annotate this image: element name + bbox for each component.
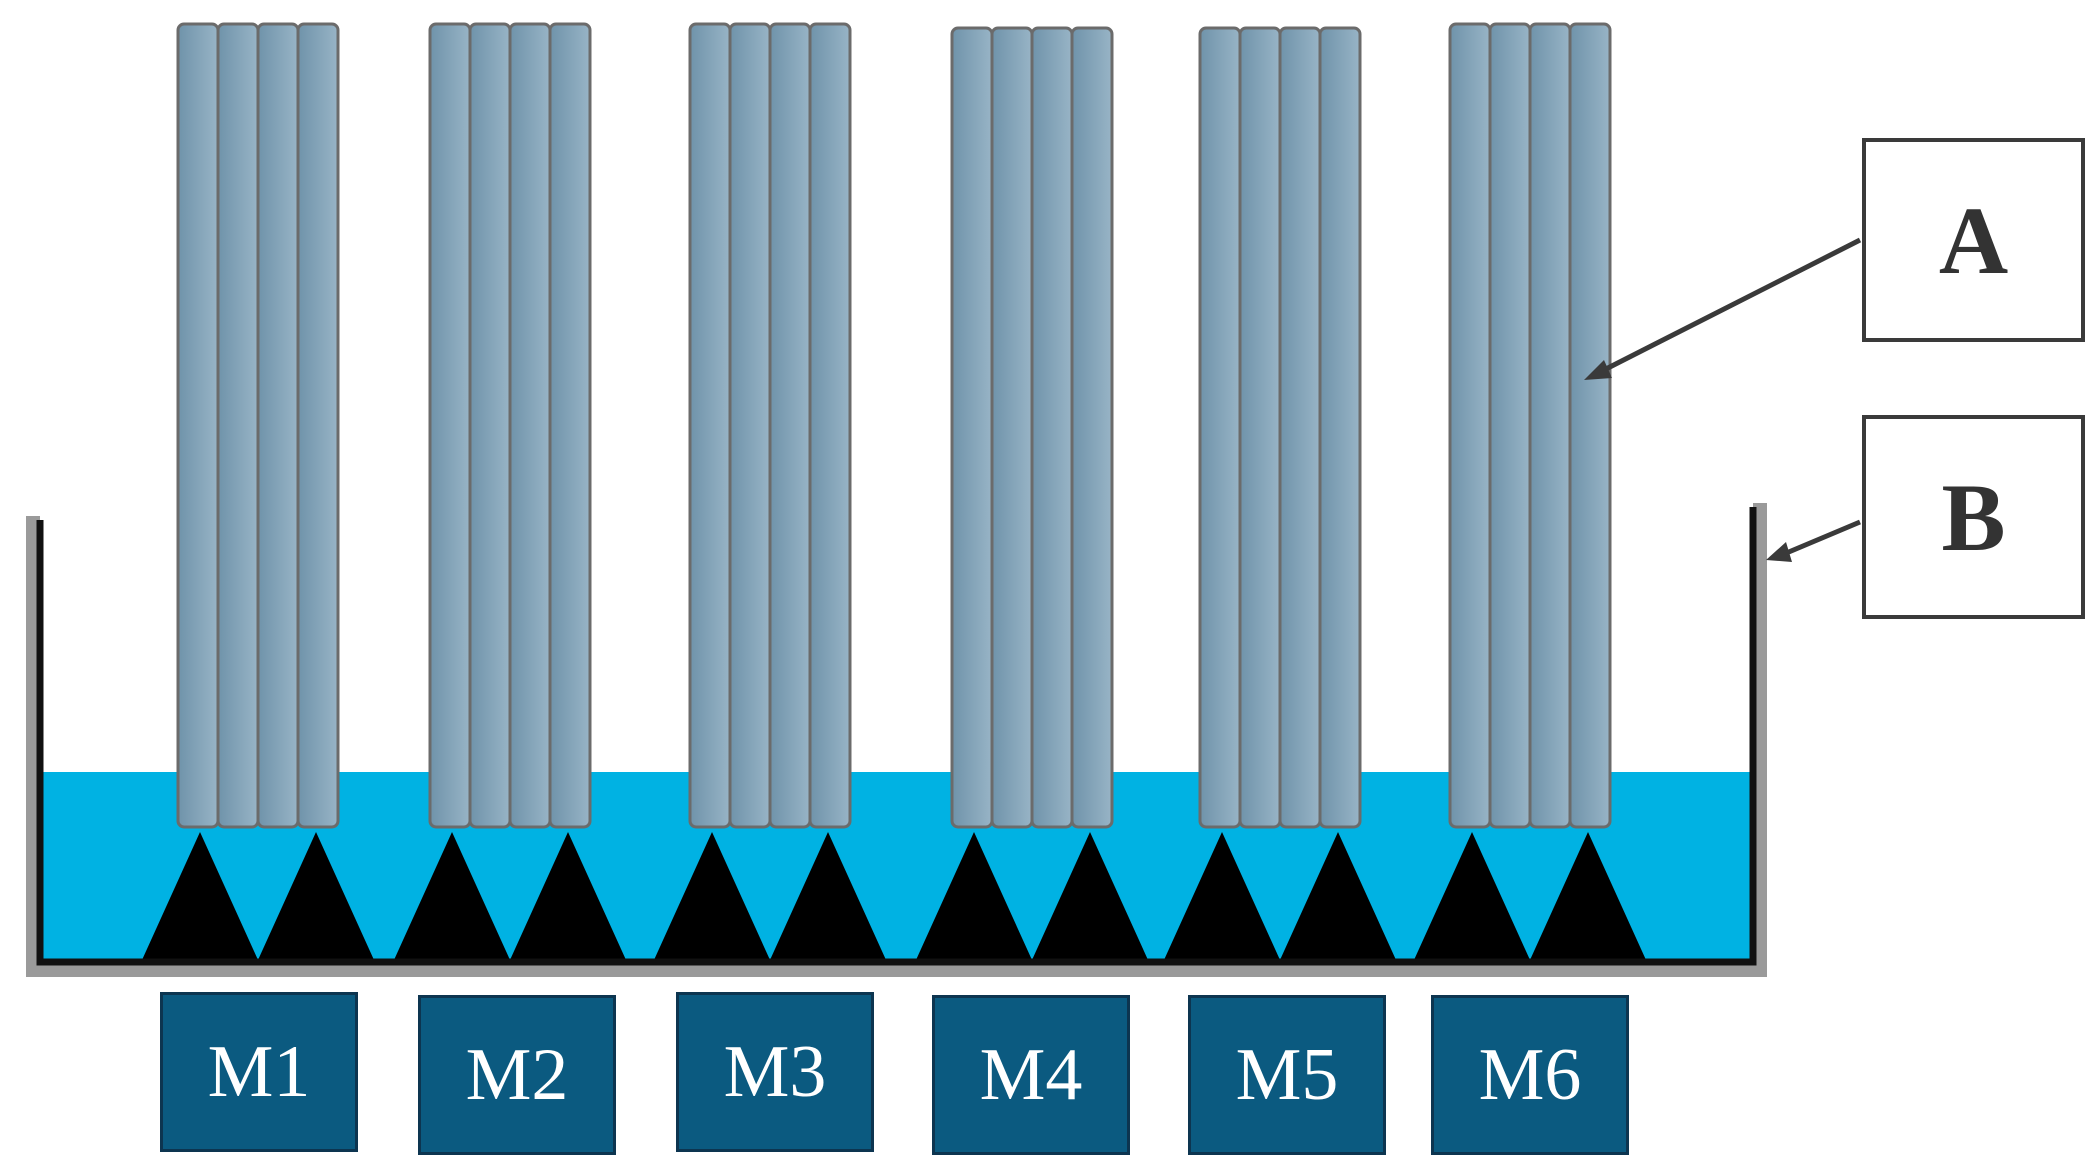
transducer-cone (770, 832, 886, 960)
arrow-a-line (1598, 237, 1862, 375)
rod (950, 26, 994, 829)
rod (768, 22, 812, 829)
rod (428, 22, 472, 829)
rod-bundle-2 (428, 22, 592, 829)
module-m5: M5 (1188, 995, 1386, 1155)
module-m2: M2 (418, 995, 616, 1155)
transducer-cone (258, 832, 374, 960)
arrow-b-line (1783, 519, 1861, 557)
arrow-b-head (1766, 542, 1792, 562)
transducer-cone (1164, 832, 1280, 960)
rod-bundles (176, 22, 1612, 829)
tank-wall (36, 507, 1757, 966)
callout-label-a: A (1862, 138, 2085, 342)
rod-bundle-3 (688, 22, 852, 829)
rod (728, 22, 772, 829)
transducer-cone (394, 832, 510, 960)
module-m6: M6 (1431, 995, 1629, 1155)
rod (256, 22, 300, 829)
rod (990, 26, 1034, 829)
callout-label-b: B (1862, 415, 2085, 619)
rod (508, 22, 552, 829)
rod (1030, 26, 1074, 829)
arrow-a (1584, 237, 1862, 380)
module-m3: M3 (676, 992, 874, 1152)
rod (468, 22, 512, 829)
arrow-b (1766, 519, 1861, 562)
tank (26, 503, 1767, 977)
rod-bundle-1 (176, 22, 340, 829)
transducers (142, 832, 1646, 960)
transducer-cone (510, 832, 626, 960)
rod (1528, 22, 1572, 829)
rod (1488, 22, 1532, 829)
transducer-cone (1414, 832, 1530, 960)
rod (548, 22, 592, 829)
rod (1238, 26, 1282, 829)
rod (1318, 26, 1362, 829)
rod (1278, 26, 1322, 829)
module-m1: M1 (160, 992, 358, 1152)
rod (216, 22, 260, 829)
rod-bundle-4 (950, 26, 1114, 829)
rod-bundle-6 (1448, 22, 1612, 829)
rod (1198, 26, 1242, 829)
rod (176, 22, 220, 829)
rod (808, 22, 852, 829)
transducer-cone (1032, 832, 1148, 960)
transducer-cone (654, 832, 770, 960)
rod (296, 22, 340, 829)
rod (1568, 22, 1612, 829)
rod (1070, 26, 1114, 829)
rod-bundle-5 (1198, 26, 1362, 829)
rod (1448, 22, 1492, 829)
transducer-cone (916, 832, 1032, 960)
rod (688, 22, 732, 829)
transducer-cone (142, 832, 258, 960)
tank-outline (26, 503, 1767, 977)
arrow-a-head (1584, 360, 1612, 380)
transducer-cone (1530, 832, 1646, 960)
module-m4: M4 (932, 995, 1130, 1155)
transducer-cone (1280, 832, 1396, 960)
